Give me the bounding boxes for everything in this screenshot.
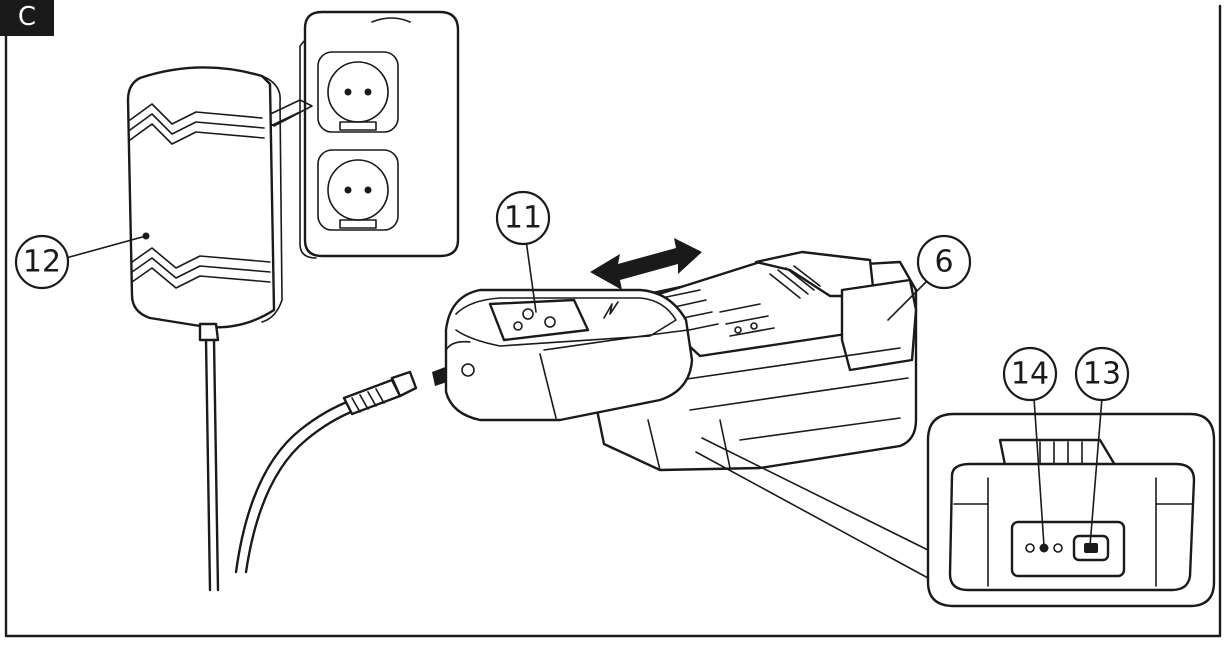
dc-cable — [234, 370, 418, 574]
callout-14: 14 — [1002, 346, 1058, 402]
callout-12: 12 — [14, 234, 70, 290]
panel-label-box — [0, 0, 54, 36]
power-adapter — [126, 66, 313, 592]
leader-12 — [65, 235, 147, 259]
leader-6 — [887, 277, 931, 321]
slide-arrow-icon — [590, 238, 702, 290]
leader-11 — [525, 239, 537, 313]
callout-13-label: 13 — [1083, 357, 1121, 392]
callout-13: 13 — [1074, 346, 1130, 402]
callout-6: 6 — [916, 234, 972, 290]
figure-frame — [4, 4, 1222, 638]
panel-label: C — [0, 0, 54, 36]
leader-13 — [1089, 397, 1103, 547]
callout-12-label: 12 — [23, 245, 61, 280]
callout-14-label: 14 — [1011, 357, 1049, 392]
charger — [444, 288, 694, 422]
panel-label-text: C — [18, 2, 36, 32]
callout-6-label: 6 — [934, 245, 953, 280]
callout-11: 11 — [495, 190, 551, 246]
callout-11-label: 11 — [504, 201, 542, 236]
leader-14 — [1033, 397, 1045, 547]
wall-socket — [299, 10, 460, 259]
detail-inset — [695, 412, 1216, 608]
